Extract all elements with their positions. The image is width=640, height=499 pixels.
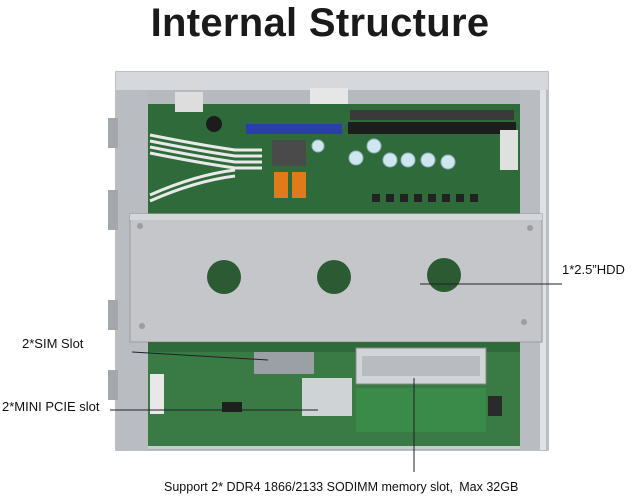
hdd-plate-hole-2 xyxy=(317,260,351,294)
hdd-label: 1*2.5”HDD xyxy=(562,262,625,277)
sata-port-1 xyxy=(274,172,288,198)
ribbon-cable xyxy=(149,133,262,203)
sim-slot-label: 2*SIM Slot xyxy=(22,336,84,351)
memory-slot-label: Support 2* DDR4 1866/2133 SODIMM memory … xyxy=(164,480,519,494)
page-title: Internal Structure xyxy=(150,1,490,45)
mini-pcie-label: 2*MINI PCIE slot xyxy=(2,399,100,414)
hdd-plate-hole-3 xyxy=(427,258,461,292)
sim-slot xyxy=(254,352,314,374)
blue-slot xyxy=(246,124,342,134)
sim-leader-line xyxy=(131,351,269,361)
sata-port-2 xyxy=(292,172,306,198)
hdd-plate-hole-1 xyxy=(207,260,241,294)
